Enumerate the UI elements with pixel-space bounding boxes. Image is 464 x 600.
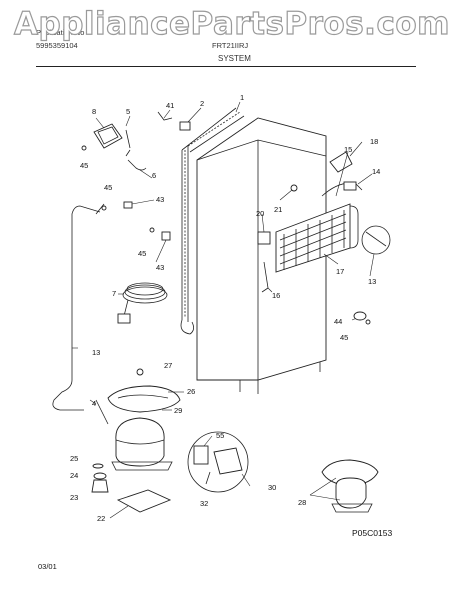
callout-20: 20: [256, 209, 264, 218]
callout-29: 29: [174, 406, 182, 415]
callout-21: 21: [274, 205, 282, 214]
callout-41: 41: [166, 101, 174, 110]
callout-4: 4: [92, 399, 96, 408]
terminator-20: [257, 231, 271, 245]
callout-15: 15: [344, 145, 352, 154]
capillary-13-detail: [365, 231, 387, 247]
callout-26: 26: [187, 387, 195, 396]
watermark-logo: AppliancePartsPros.com: [13, 5, 450, 42]
callout-labels: 1 2 4 5 6 7 8 13 13 14 15 16 17 18 20 21…: [70, 93, 380, 523]
callout-43a: 43: [156, 195, 164, 204]
compressor-assembly-28: [321, 459, 379, 513]
figure-code: P05C0153: [352, 528, 393, 538]
callout-55: 55: [216, 431, 224, 440]
callout-45d: 45: [340, 333, 348, 342]
screw-45c: [149, 227, 155, 233]
detail-circle-13: [361, 225, 391, 255]
callout-6: 6: [152, 171, 156, 180]
callout-14: 14: [372, 167, 380, 176]
drier-14: [343, 181, 357, 191]
callout-17: 17: [336, 267, 344, 276]
clip-44: [353, 311, 367, 321]
power-cord-7: [117, 282, 168, 324]
clip-43a: [123, 201, 133, 209]
evaporator: [275, 203, 359, 273]
clip-2: [179, 121, 191, 131]
callout-45c: 45: [138, 249, 146, 258]
publication-label: Publication No: [36, 28, 85, 37]
screw-45a: [81, 145, 87, 151]
screw-21: [290, 184, 298, 192]
grommet-27: [136, 368, 144, 376]
callout-43b: 43: [156, 263, 164, 272]
callout-13-left: 13: [92, 348, 100, 357]
callout-13-right: 13: [368, 277, 376, 286]
callout-24: 24: [70, 471, 78, 480]
base-plate-22: [116, 489, 172, 513]
wire-32: [205, 471, 211, 485]
bracket-18: [329, 151, 353, 173]
wire-harness-6: [125, 129, 147, 171]
callout-23: 23: [70, 493, 78, 502]
callout-leaders: [72, 101, 375, 519]
clip-43b: [161, 231, 171, 241]
wire-41: [157, 111, 173, 121]
callout-5: 5: [126, 107, 130, 116]
callout-28: 28: [298, 498, 306, 507]
callout-27: 27: [164, 361, 172, 370]
model-number: FRT21IIRJ: [212, 41, 249, 50]
compressor-29: [111, 417, 173, 471]
grommet-25: [92, 463, 104, 469]
callout-1: 1: [240, 93, 244, 102]
grommet-23: [91, 479, 109, 493]
cover-8: [93, 123, 123, 149]
callout-8: 8: [92, 107, 96, 116]
callout-25: 25: [70, 454, 78, 463]
screw-45e: [365, 319, 371, 325]
drain-pan-26: [107, 385, 181, 413]
callout-32: 32: [200, 499, 208, 508]
clip-5: [125, 149, 131, 157]
date-code: 03/01: [38, 562, 57, 571]
overload-55: [193, 445, 209, 465]
screw-45b: [101, 205, 107, 211]
callout-18: 18: [370, 137, 378, 146]
grommet-24: [93, 472, 107, 480]
callout-22: 22: [97, 514, 105, 523]
drain-tube-13: [52, 205, 101, 411]
header-rule: [36, 66, 416, 67]
condenser-coil: [180, 107, 245, 335]
drain-hose-4: [95, 399, 109, 425]
relay-30: [213, 447, 243, 475]
publication-number: 5995359104: [36, 41, 78, 50]
callout-7: 7: [112, 289, 116, 298]
callout-45b: 45: [104, 183, 112, 192]
callout-2: 2: [200, 99, 204, 108]
callout-30: 30: [268, 483, 276, 492]
section-title: SYSTEM: [218, 54, 251, 63]
cabinet: [196, 117, 327, 394]
callout-45a: 45: [80, 161, 88, 170]
detail-circle-relay: [187, 431, 249, 493]
callout-16: 16: [272, 291, 280, 300]
callout-44: 44: [334, 317, 342, 326]
